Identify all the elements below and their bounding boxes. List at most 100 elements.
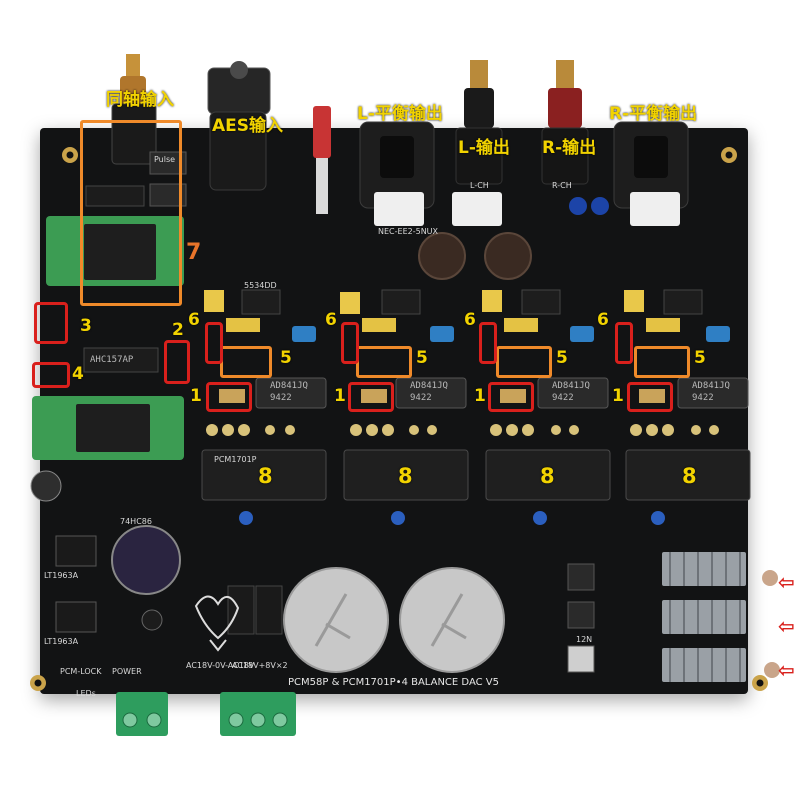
ac-in-silk: AC18V-0V-AC18V	[186, 661, 255, 670]
callout-1: 1	[474, 386, 486, 406]
dac-chip	[201, 449, 327, 501]
highlight-box-2	[164, 340, 190, 384]
electrolytic-capacitor	[591, 197, 609, 215]
highlight-box-1	[627, 382, 673, 412]
highlight-box-1	[348, 382, 394, 412]
opamp-label: AD841JQ	[410, 381, 448, 391]
opamp2-silk: 5534DD	[244, 281, 277, 290]
r-balanced-out-label: R-平衡输出	[609, 104, 698, 124]
power-module	[567, 601, 595, 629]
reg1-silk: LT1963A	[44, 571, 79, 580]
ac-in2-silk: AC18V+8V×2	[232, 661, 288, 670]
opamp-code: 9422	[410, 393, 432, 403]
coax-input-label: 同轴输入	[106, 90, 174, 110]
electrolytic-capacitor	[418, 232, 466, 280]
callout-1: 1	[612, 386, 624, 406]
electrolytic-capacitor	[651, 511, 665, 525]
callout-5: 5	[280, 348, 292, 368]
relay	[452, 192, 502, 226]
highlight-box-1	[206, 382, 252, 412]
callout-2: 2	[172, 320, 184, 340]
l-balanced-xlr-jack	[359, 121, 435, 209]
opamp-ic	[241, 289, 281, 315]
relay	[374, 192, 424, 226]
callout-5: 5	[556, 348, 568, 368]
power-module	[567, 563, 595, 591]
highlight-box-6	[341, 322, 359, 364]
ad841-opamp	[677, 377, 749, 409]
opamp-label: AD841JQ	[270, 381, 308, 391]
heatsink	[662, 552, 746, 682]
ic-chip	[83, 347, 159, 373]
filter-capacitor	[141, 609, 163, 631]
film-capacitor	[504, 318, 538, 332]
silver-capacitor	[399, 567, 505, 673]
highlight-box-6	[615, 322, 633, 364]
callout-8: 8	[682, 464, 697, 488]
reg2-silk: LT1963A	[44, 637, 79, 646]
mux-chip-label: AHC157AP	[90, 355, 134, 365]
bridge-rectifier	[227, 585, 255, 635]
dac-chip	[625, 449, 751, 501]
thermistor	[762, 570, 778, 586]
electrolytic-capacitor	[533, 511, 547, 525]
r-out-label: R-输出	[542, 138, 597, 158]
opamp-label: AD841JQ	[552, 381, 590, 391]
film-capacitor	[226, 318, 260, 332]
ic-chip	[85, 185, 145, 207]
callout-4: 4	[72, 364, 84, 384]
filter-capacitor	[30, 470, 62, 502]
regulator-chip	[55, 535, 97, 567]
l-rca-jack	[455, 60, 503, 185]
highlight-box-5	[634, 346, 690, 378]
callout-3: 3	[80, 316, 92, 336]
film-capacitor	[646, 318, 680, 332]
callout-1: 1	[190, 386, 202, 406]
l-balanced-out-label: L-平衡输出	[357, 104, 443, 124]
callout-8: 8	[258, 464, 273, 488]
opamp-ic	[663, 289, 703, 315]
callout-6: 6	[597, 310, 609, 330]
electrolytic-capacitor	[484, 232, 532, 280]
filter-capacitor	[111, 525, 181, 595]
callout-8: 8	[540, 464, 555, 488]
smd-capacitor	[219, 389, 245, 403]
highlight-box-4	[32, 362, 70, 388]
blue-capacitor	[430, 326, 454, 342]
r-ch-silk: R-CH	[552, 181, 572, 190]
aes-xlr-jack	[207, 61, 271, 191]
callout-6: 6	[464, 310, 476, 330]
dac-daughterboard	[32, 396, 184, 460]
film-capacitor	[204, 290, 224, 312]
opamp-ic	[521, 289, 561, 315]
highlight-box-6	[479, 322, 497, 364]
regulator-chip	[55, 601, 97, 633]
highlight-box-5	[496, 346, 552, 378]
callout-1: 1	[334, 386, 346, 406]
eagle-logo	[194, 595, 240, 652]
thermistor	[764, 662, 780, 678]
pulse-transformer	[149, 183, 187, 207]
smd-capacitor	[500, 389, 526, 403]
opamp-code: 9422	[692, 393, 714, 403]
opamp-label: AD841JQ	[692, 381, 730, 391]
red-arrow-icon: ⇦	[778, 658, 795, 682]
red-arrow-icon: ⇦	[778, 614, 795, 638]
ad841-opamp	[255, 377, 327, 409]
terminal-block	[116, 692, 168, 736]
ad841-opamp	[537, 377, 609, 409]
power-module	[567, 645, 595, 673]
leds-silk: LEDs	[76, 689, 96, 698]
smd-capacitor	[639, 389, 665, 403]
dac-chip	[343, 449, 469, 501]
dac-chip	[485, 449, 611, 501]
callout-7: 7	[186, 240, 202, 265]
l-ch-silk: L-CH	[470, 181, 489, 190]
blue-capacitor	[570, 326, 594, 342]
film-capacitor	[340, 292, 360, 314]
smd-capacitor	[361, 389, 387, 403]
bridge-rectifier	[255, 585, 283, 635]
opamp-ic	[381, 289, 421, 315]
electrolytic-capacitor	[391, 511, 405, 525]
